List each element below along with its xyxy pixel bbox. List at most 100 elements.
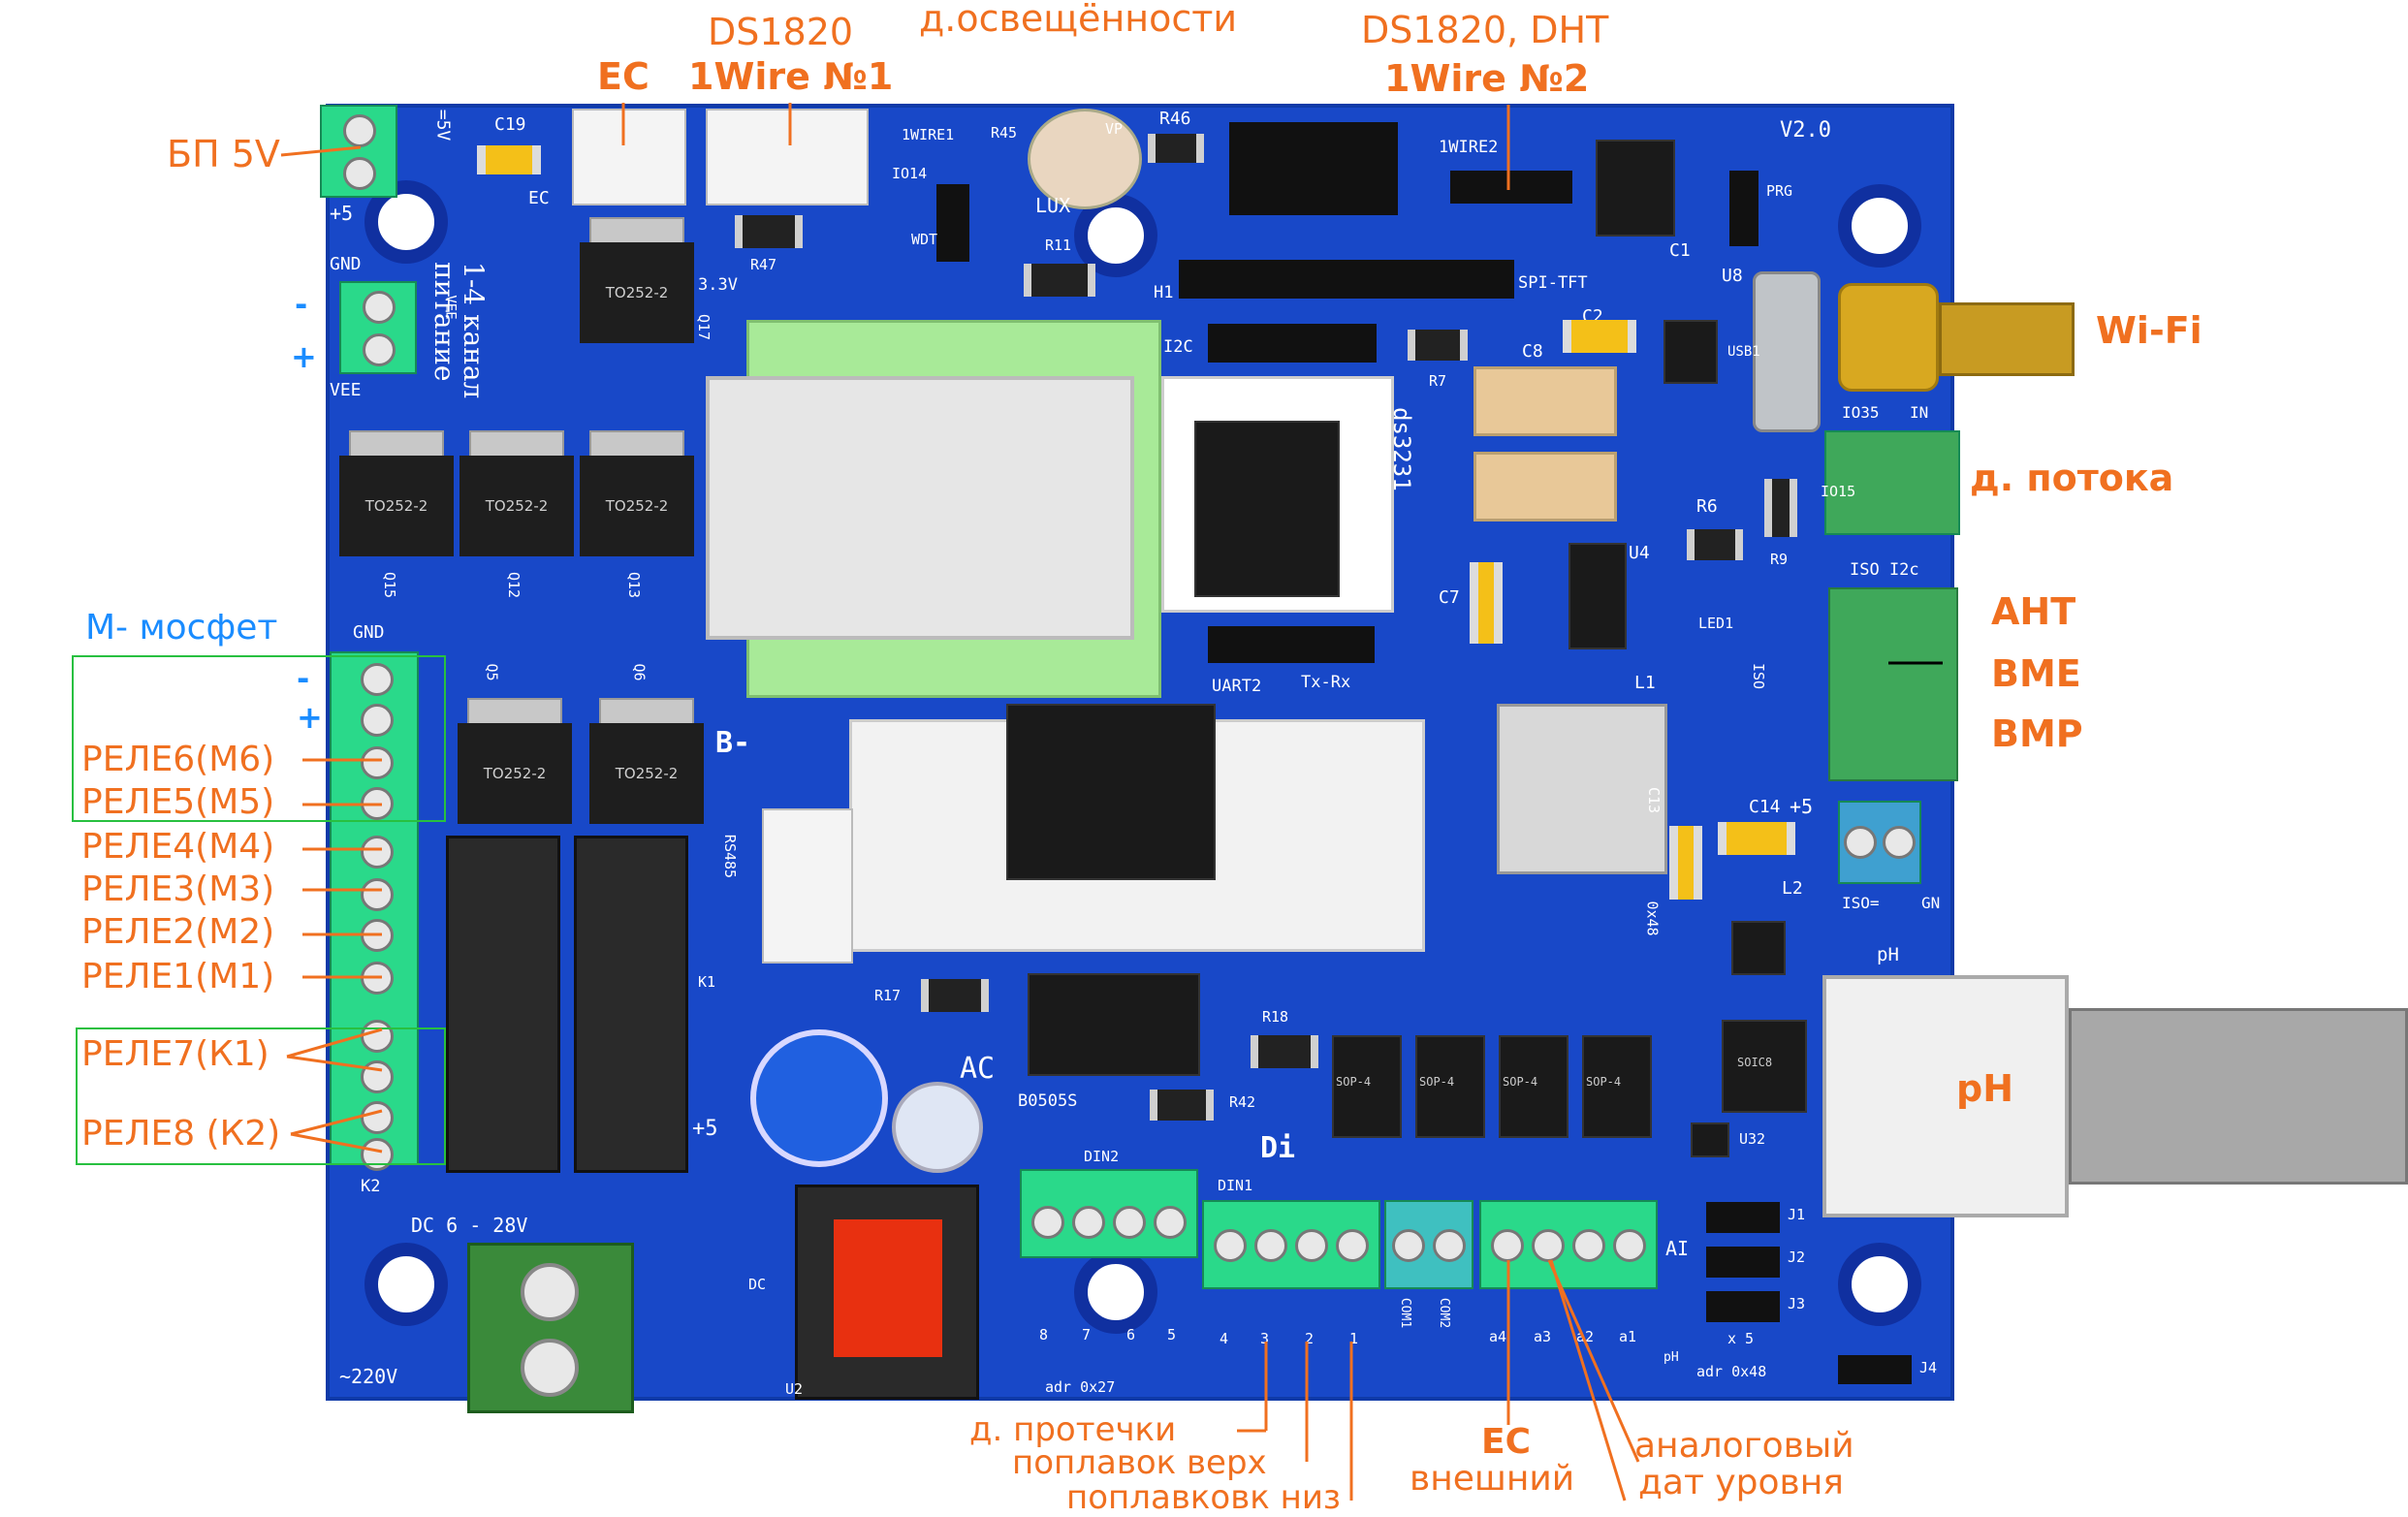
b0505s-module <box>1028 973 1200 1076</box>
resistor-r42 <box>1150 1090 1214 1121</box>
silk-r17: R17 <box>874 987 902 1004</box>
terminal-5v <box>320 105 397 198</box>
ds3231-chip <box>1194 421 1340 597</box>
silk-bminus: B- <box>715 726 751 760</box>
resistor-r18 <box>1251 1035 1318 1068</box>
spi-tft-header <box>1179 260 1514 299</box>
silk-lux: LUX <box>1035 194 1071 217</box>
silk-n8: 8 <box>1039 1326 1049 1343</box>
callout-bmp: BMP <box>1991 712 2083 755</box>
silk-a4: a4 <box>1489 1328 1507 1345</box>
silk-c8: C8 <box>1522 341 1543 362</box>
capacitor-c13 <box>1669 826 1702 900</box>
silk-vp: VP <box>1105 120 1124 138</box>
silk-k1: K1 <box>698 973 716 991</box>
transistor-q5: TO252-2 <box>458 698 572 824</box>
resistor-r17 <box>921 979 989 1012</box>
callout-relay2: РЕЛЕ2(М2) <box>81 912 275 952</box>
silk-iso-eq: ISO= <box>1842 894 1880 912</box>
silk-l2: L2 <box>1782 878 1803 899</box>
silk-r45: R45 <box>991 124 1018 142</box>
resistor-r47 <box>735 215 803 248</box>
capacitor-c2 <box>1563 320 1636 353</box>
chip-u32 <box>1691 1122 1729 1157</box>
silk-adr48: adr 0x48 <box>1696 1363 1767 1380</box>
silk-u32: U32 <box>1739 1130 1766 1148</box>
terminal-vee <box>339 281 417 374</box>
rs485-connector <box>762 808 853 964</box>
silk-sop4: SOP-4 <box>1336 1075 1372 1089</box>
optocoupler <box>1415 1035 1485 1138</box>
wifi-antenna-connector <box>1939 302 2075 376</box>
electrolytic-capacitor <box>750 1029 888 1167</box>
din2-terminal <box>1020 1169 1198 1258</box>
optocoupler <box>1499 1035 1568 1138</box>
silk-adr27: adr 0x27 <box>1045 1378 1116 1396</box>
resistor-r11 <box>1024 264 1095 297</box>
optocoupler <box>1332 1035 1402 1138</box>
callout-ec-ext: EC <box>1481 1422 1532 1462</box>
silk-n6: 6 <box>1126 1326 1136 1343</box>
silk-ec: EC <box>528 188 550 208</box>
silk-u4: U4 <box>1629 543 1650 563</box>
silk-usb1: USB1 <box>1727 344 1760 360</box>
din1-terminal <box>1202 1200 1380 1289</box>
silk-n2: 2 <box>1305 1330 1315 1347</box>
resistor-r46 <box>1148 134 1204 163</box>
silk-spi-tft: SPI-TFT <box>1518 273 1588 293</box>
silk-n7: 7 <box>1082 1326 1092 1343</box>
callout-relay6: РЕЛЕ6(М6) <box>81 740 275 779</box>
callout-onewire-1: 1Wire №1 <box>688 55 894 98</box>
callout-float-bottom: поплавковк низ <box>1066 1478 1341 1517</box>
silk-plus5-b: +5 <box>692 1117 718 1141</box>
power-input-terminal <box>467 1243 634 1413</box>
silk-r7: R7 <box>1429 372 1447 390</box>
silk-j4: J4 <box>1919 1359 1938 1376</box>
callout-ds1820-dht: DS1820, DHT <box>1361 9 1609 51</box>
ph-bnc-housing <box>1822 975 2069 1217</box>
ph-bnc-cable <box>2069 1008 2408 1185</box>
silk-n1: 1 <box>1349 1330 1359 1347</box>
callout-flow-sensor: д. потока <box>1970 457 2174 499</box>
relay-k2 <box>574 836 688 1173</box>
capacitor-case <box>1473 452 1617 521</box>
silk-ph: pH <box>1877 944 1899 965</box>
jumper-j4 <box>1838 1355 1912 1384</box>
silk-ai: AI <box>1665 1237 1690 1260</box>
silk-dc: DC <box>748 1276 767 1293</box>
silk-r47: R47 <box>750 256 777 273</box>
onewire1-connector <box>706 109 869 205</box>
callout-minus: - <box>297 660 310 697</box>
silk-r11: R11 <box>1045 237 1072 254</box>
callout-analog-level-1: аналоговый <box>1634 1426 1854 1466</box>
resistor-r6 <box>1687 529 1743 560</box>
silk-sop4: SOP-4 <box>1586 1075 1622 1089</box>
usb-connector <box>1753 271 1821 432</box>
silk-di: Di <box>1260 1131 1296 1165</box>
silk-j2: J2 <box>1788 1248 1806 1266</box>
callout-onewire-2: 1Wire №2 <box>1384 57 1590 100</box>
silk-prg: PRG <box>1766 182 1793 200</box>
silk-u2: U2 <box>785 1380 804 1398</box>
silk-n5: 5 <box>1167 1326 1177 1343</box>
silk-r18: R18 <box>1262 1008 1289 1026</box>
header-block <box>1229 122 1398 215</box>
iso-i2c-connector <box>1828 587 1958 781</box>
transistor-to252: TO252-2 <box>459 430 574 556</box>
silk-vee: VEE <box>330 380 362 400</box>
transistor-q6: TO252-2 <box>589 698 704 824</box>
silk-3v3: 3.3V <box>698 275 738 295</box>
callout-m-mosfet: M- мосфет <box>85 608 278 648</box>
resistor-r7 <box>1408 330 1468 361</box>
silk-onewire2: 1WIRE2 <box>1439 138 1499 157</box>
relay-terminal-strip <box>330 651 419 1171</box>
callout-vee-plus: + <box>291 338 317 375</box>
callout-relay4: РЕЛЕ4(М4) <box>81 827 275 867</box>
uart2-header <box>1208 626 1375 663</box>
callout-ec-top: EC <box>597 55 650 98</box>
silk-l1: L1 <box>1634 673 1656 693</box>
silk-iso-i2c: ISO I2c <box>1850 560 1919 580</box>
callout-light-sensor: д.освещённости <box>919 0 1238 40</box>
silk-io14: IO14 <box>892 165 928 182</box>
silk-wdt: WDT <box>911 231 938 248</box>
